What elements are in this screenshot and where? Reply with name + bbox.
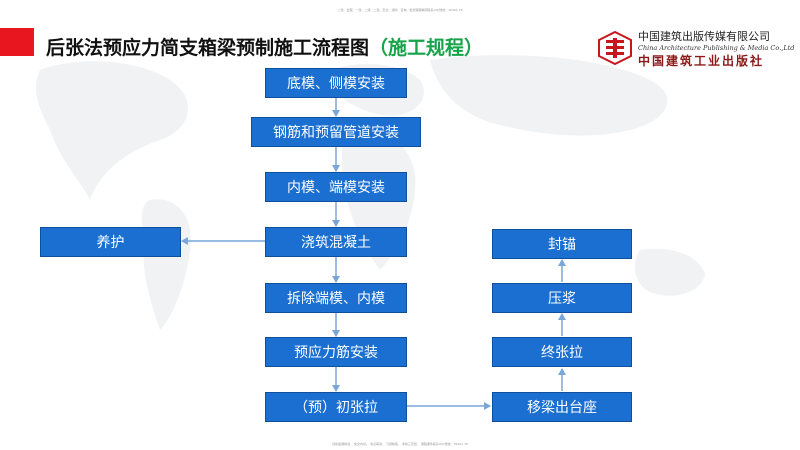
page-title: 后张法预应力简支箱梁预制施工流程图（施工规程）: [46, 33, 483, 60]
publisher-brand: 中国建筑工业出版社: [638, 54, 765, 68]
flow-step-curing: 养护: [40, 227, 181, 257]
flow-step-sealing: 封锚: [492, 229, 632, 259]
flow-step-grouting: 压浆: [492, 283, 632, 313]
publisher-logo-icon: [598, 30, 632, 66]
title-subtitle: （施工规程）: [369, 37, 484, 59]
flow-step-concrete: 浇筑混凝土: [265, 227, 407, 257]
publisher-en-name: China Architecture Publishing & Media Co…: [638, 44, 795, 52]
top-contact-note: 二建、监理、一建、二级、二造、安全、消防、咨询、检测课程精题联系QQ/微信：36…: [337, 8, 463, 12]
flow-step-initial-tension: （预）初张拉: [265, 392, 407, 422]
bottom-contact-note: 创新备课精选、 免企内训、 考点串讲、 习题精练、 考前三页纸、 课程课件联系Q…: [332, 442, 468, 446]
flow-step-final-tension: 终张拉: [492, 337, 632, 367]
flow-step-tendon: 预应力筋安装: [265, 337, 407, 367]
flow-step-move-beam: 移梁出台座: [492, 392, 632, 422]
flow-step-formwork: 底模、侧模安装: [265, 68, 407, 98]
publisher-logo-text: 中国建筑出版传媒有限公司 China Architecture Publishi…: [638, 30, 798, 69]
flow-step-rebar: 钢筋和预留管道安装: [251, 117, 421, 147]
flow-step-inner-formwork: 内模、端模安装: [265, 172, 407, 202]
flow-step-remove-formwork: 拆除端模、内模: [265, 283, 407, 313]
publisher-cn-name: 中国建筑出版传媒有限公司: [638, 30, 770, 43]
title-accent-bar: [0, 28, 34, 56]
title-main: 后张法预应力简支箱梁预制施工流程图: [46, 37, 370, 59]
